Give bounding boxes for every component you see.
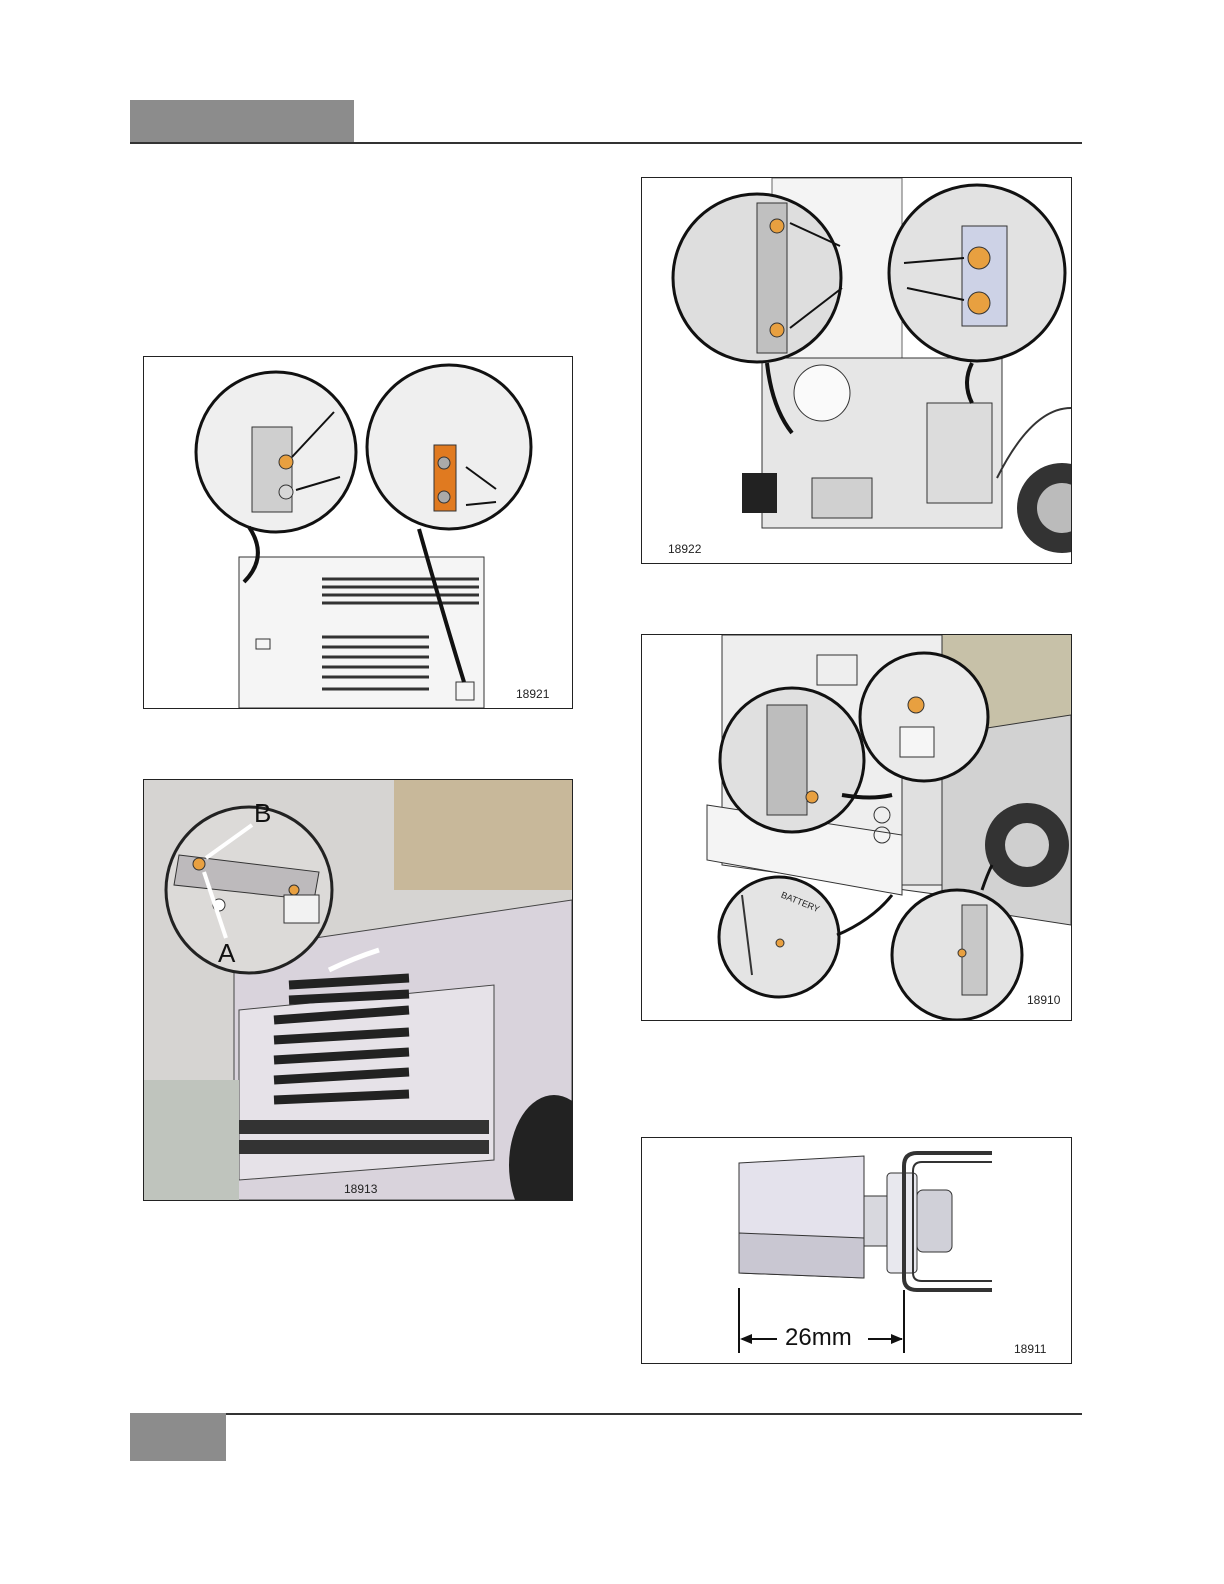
figure-number: 18913 [344, 1182, 377, 1196]
figure-18911: 26mm 18911 [641, 1137, 1072, 1364]
footer-rule [130, 1413, 1082, 1415]
figure-18921-illustration [144, 357, 572, 708]
figure-18911-illustration [642, 1138, 1071, 1363]
figure-18921: 18921 [143, 356, 573, 709]
figure-number: 18921 [516, 687, 549, 701]
callout-a: A [218, 938, 235, 969]
figure-18910-illustration [642, 635, 1071, 1020]
dimension-label: 26mm [785, 1324, 852, 1352]
figure-number: 18922 [668, 542, 701, 556]
figure-18910: BATTERY 18910 [641, 634, 1072, 1021]
header-section-tab [130, 100, 354, 143]
figure-18922: 18922 [641, 177, 1072, 564]
header-rule [130, 142, 1082, 144]
figure-number: 18911 [1014, 1342, 1046, 1356]
figure-18913: B A 18913 [143, 779, 573, 1201]
figure-18913-illustration [144, 780, 572, 1200]
figure-18922-illustration [642, 178, 1071, 563]
figure-number: 18910 [1027, 993, 1060, 1007]
footer-page-tab [130, 1413, 226, 1461]
callout-b: B [254, 798, 271, 829]
